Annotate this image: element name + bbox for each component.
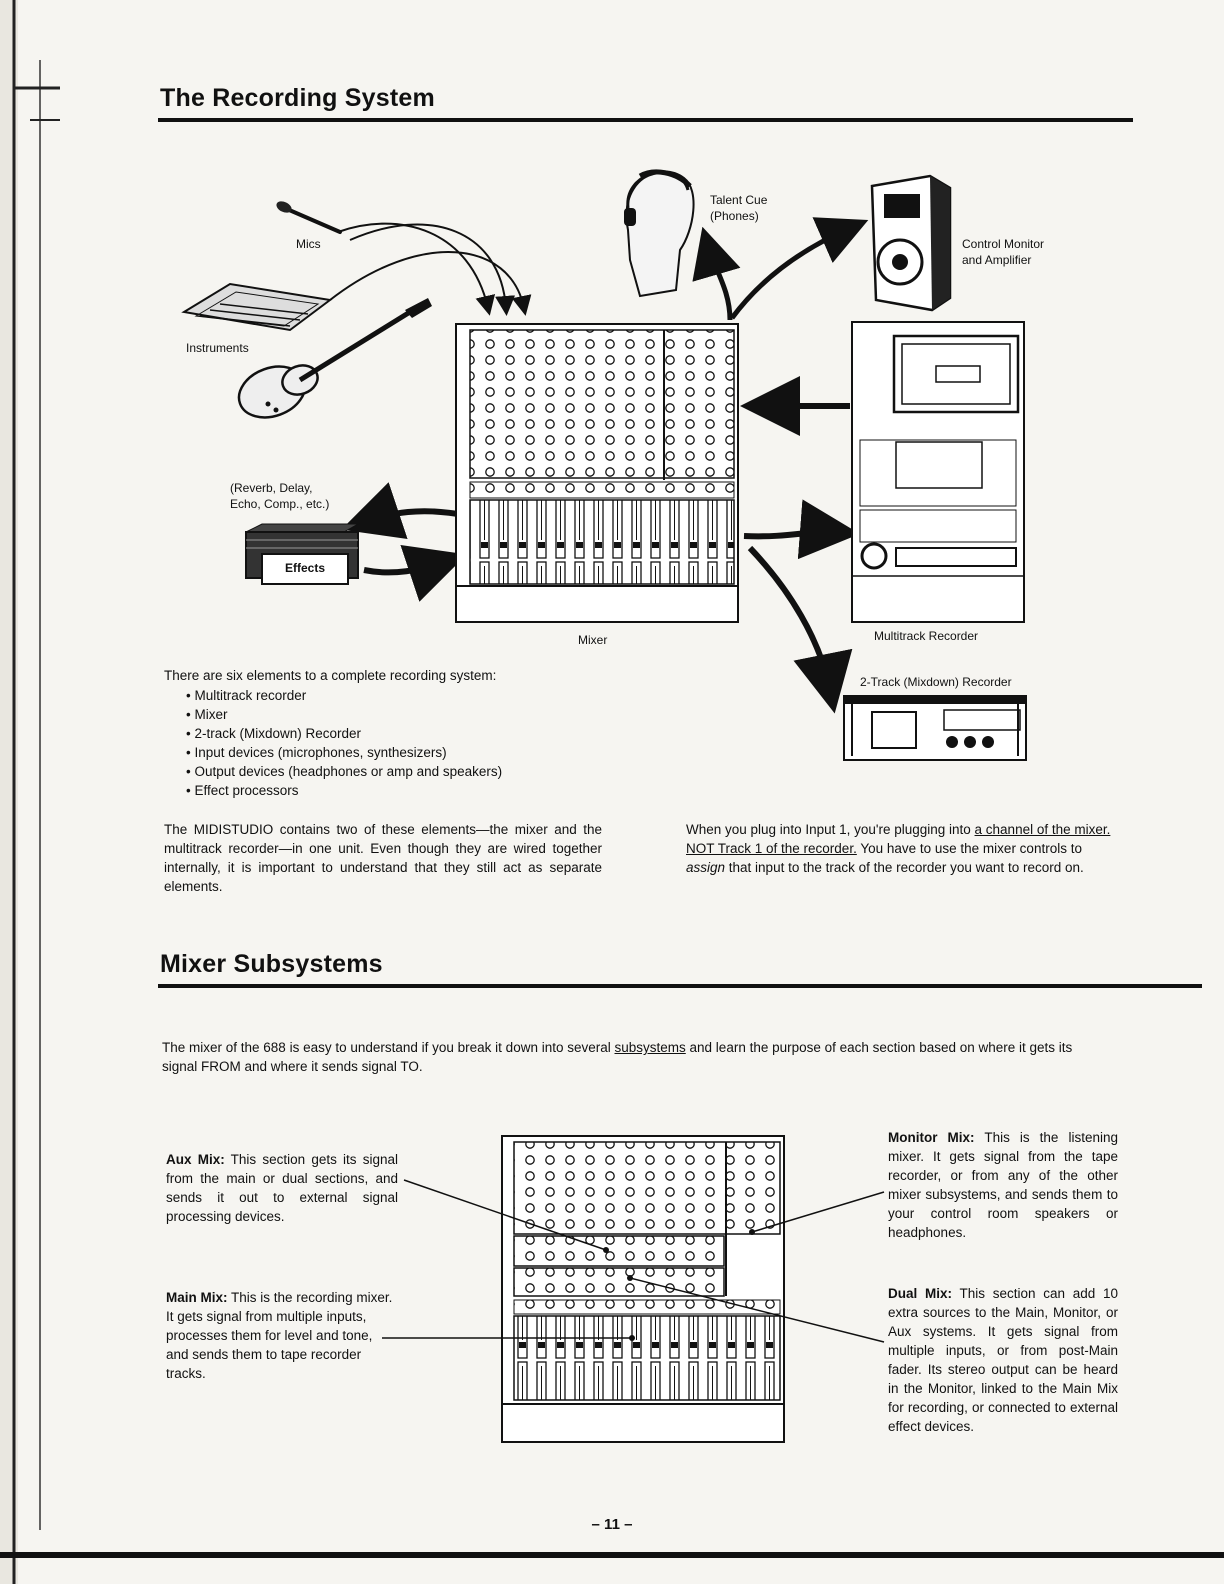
label-monitor-line2: and Amplifier [962,253,1032,267]
paragraph-input-1-underlined: a channel of the mixer. NOT Track 1 of t… [686,822,1111,856]
dual-mix-text: This section can add 10 extra sources to… [888,1286,1118,1434]
speaker-icon [870,174,952,312]
mixer-illustration [455,323,739,623]
paragraph-midistudio: The MIDISTUDIO contains two of these ele… [164,822,602,894]
bottom-rule [0,1552,1224,1558]
label-effects: Effects [284,561,325,575]
main-mix-description: Main Mix: This is the recording mixer. I… [166,1288,398,1383]
list-item: 2-track (Mixdown) Recorder [186,724,686,743]
page-number: – 11 – [591,1516,633,1533]
label-effects-desc-line2: Echo, Comp., etc.) [230,497,330,511]
label-multitrack-recorder: Multitrack Recorder [874,629,979,643]
label-mixer: Mixer [578,633,608,647]
list-item: Effect processors [186,781,686,800]
headphones-person-icon [624,169,695,298]
monitor-mix-description: Monitor Mix: This is the listening mixer… [888,1128,1118,1242]
monitor-mix-title: Monitor Mix: [888,1130,975,1145]
two-track-recorder-illustration [843,695,1027,761]
keyboard-icon [181,282,333,332]
label-talent-cue: Talent Cue (Phones) [710,192,767,224]
label-talent-cue-line2: (Phones) [710,209,759,223]
microphone-icon [276,201,342,234]
title-rule [158,118,1133,122]
binder-edge [0,0,60,1584]
guitar-icon [237,298,432,419]
paragraph-input-1-part2: You have to use the mixer controls to [856,841,1082,856]
main-mix-text: This is the recording mixer. It gets sig… [166,1290,393,1381]
elements-intro: There are six elements to a complete rec… [164,668,497,683]
title-rule [158,984,1202,988]
list-item: Input devices (microphones, synthesizers… [186,743,686,762]
label-effects-description: (Reverb, Delay, Echo, Comp., etc.) [230,480,329,512]
label-effects-desc-line1: (Reverb, Delay, [230,481,313,495]
recording-system-diagram [181,169,1027,761]
elements-list: Multitrack recorder Mixer 2-track (Mixdo… [164,686,686,800]
subsystems-intro-part2: and learn the purpose of each section ba… [162,1040,1073,1074]
aux-mix-title: Aux Mix: [166,1152,225,1167]
label-talent-cue-line1: Talent Cue [710,193,768,207]
list-item: Output devices (headphones or amp and sp… [186,762,686,781]
list-item: Multitrack recorder [186,686,686,705]
subsystems-intro-underlined: subsystems [614,1040,686,1055]
label-monitor-line1: Control Monitor [962,237,1045,251]
subsystems-intro: The mixer of the 688 is easy to understa… [162,1038,1082,1076]
aux-mix-text: This section gets its signal from the ma… [166,1152,398,1224]
label-two-track-recorder: 2-Track (Mixdown) Recorder [860,675,1012,689]
paragraph-input-1-part3: that input to the track of the recorder … [725,860,1084,875]
label-control-monitor: Control Monitor and Amplifier [962,236,1044,268]
aux-mix-description: Aux Mix: This section gets its signal fr… [166,1150,398,1226]
main-mix-title: Main Mix: [166,1290,228,1305]
paragraph-input-1-emphasis: assign [686,860,726,875]
paragraph-input-1: When you plug into Input 1, you're plugg… [686,820,1122,877]
dual-mix-description: Dual Mix: This section can add 10 extra … [888,1284,1118,1436]
list-item: Mixer [186,705,686,724]
monitor-mix-text: This is the listening mixer. It gets sig… [888,1130,1118,1240]
effects-box-icon [245,523,360,585]
paragraph-input-1-part1: When you plug into Input 1, you're plugg… [686,822,975,837]
multitrack-recorder-illustration [851,321,1025,623]
section-title-mixer-subsystems: Mixer Subsystems [160,950,383,978]
mixer-subsystems-diagram [382,1135,885,1443]
dual-mix-title: Dual Mix: [888,1286,952,1301]
label-mics: Mics [296,237,321,251]
section-title-recording-system: The Recording System [160,84,435,112]
subsystems-intro-part1: The mixer of the 688 is easy to understa… [162,1040,615,1055]
label-instruments: Instruments [186,341,249,355]
